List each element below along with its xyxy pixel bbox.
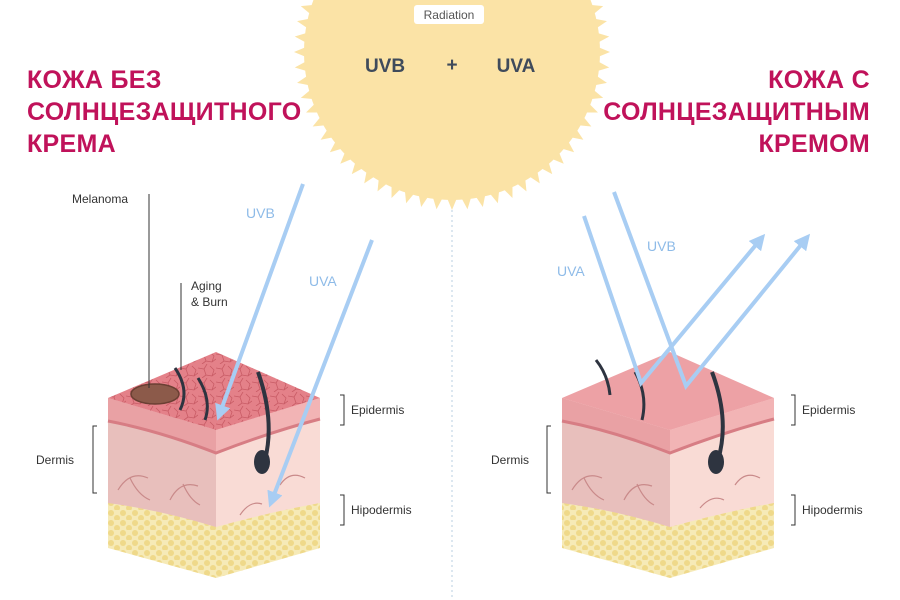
heading-left-line-2: СОЛНЦЕЗАЩИТНОГО (27, 98, 302, 126)
skin-block-right (561, 352, 775, 578)
uva-label-left: UVA (309, 273, 337, 289)
sun-ray (570, 128, 584, 140)
sun-uva-label: UVA (497, 56, 536, 77)
uvb-label-right: UVB (647, 238, 676, 254)
aging-label-line2: & Burn (191, 295, 228, 309)
hypodermis-bracket-right (791, 494, 796, 526)
sun-ray (540, 161, 553, 175)
heading-right-line-2: СОЛНЦЕЗАЩИТНЫМ (603, 98, 870, 126)
sun-disc (304, 0, 600, 200)
epidermis-label-left: Epidermis (351, 403, 404, 417)
sun-ray (597, 46, 610, 58)
dermis-label-left: Dermis (36, 453, 74, 467)
hypodermis-label-left: Hipodermis (351, 503, 412, 517)
melanoma-label: Melanoma (72, 192, 128, 206)
sun-ray (294, 46, 307, 58)
hypodermis-layer-left (108, 502, 320, 578)
sun-ray (551, 151, 564, 164)
sun-ray (596, 61, 610, 72)
dermis-bracket-right (546, 425, 551, 494)
blood-vessel-left-3 (239, 474, 306, 516)
blood-vessel-left-2 (169, 483, 201, 506)
sun-ray (596, 32, 610, 43)
sun-plus-sign: + (446, 55, 457, 76)
epidermis-label-right: Epidermis (802, 403, 855, 417)
sun-ray (340, 151, 353, 164)
dermis-bracket-left (92, 425, 97, 494)
blood-vessel-right-1 (571, 475, 605, 501)
hair-left-2 (196, 377, 209, 421)
skin-wave-left (107, 417, 321, 455)
heading-right-line-3: КРЕМОМ (758, 130, 870, 158)
skin-block-left (107, 352, 321, 578)
sun-ray (312, 116, 326, 127)
uva-label-right: UVA (557, 263, 585, 279)
heading-left-line-1: КОЖА БЕЗ (27, 66, 162, 94)
epidermis-band-left (108, 398, 216, 452)
uvb-arrow-left (215, 183, 305, 421)
blood-vessel-right-2 (623, 483, 655, 506)
sun-ray (578, 116, 592, 127)
epidermis-bracket-left (340, 394, 345, 426)
hair-left-3 (256, 371, 271, 461)
sun-ray (432, 196, 443, 210)
uvb-arrow-right (612, 191, 811, 390)
hair-left-1 (173, 367, 186, 411)
blood-vessel-right-3 (699, 474, 761, 509)
sun-ray (364, 170, 376, 184)
heading-left-line-3: КРЕМА (27, 130, 116, 158)
sun-ray (294, 32, 308, 43)
skin-wave-right (561, 417, 775, 455)
hair-follicle-right (708, 450, 724, 474)
epidermis-band-right-left (562, 398, 670, 452)
sun-ray (329, 140, 343, 153)
heading-with-sunscreen: КОЖА С СОЛНЦЕЗАЩИТНЫМ КРЕМОМ (603, 64, 870, 160)
hair-follicle-left (254, 450, 270, 474)
heading-without-sunscreen: КОЖА БЕЗ СОЛНЦЕЗАЩИТНОГО КРЕМА (27, 64, 302, 160)
sun-ray (446, 197, 458, 210)
hair-right-1 (594, 359, 612, 396)
dermis-label-right: Dermis (491, 453, 529, 467)
uva-arrow-right (582, 215, 766, 388)
epidermis-bracket-right (791, 394, 796, 426)
uva-arrow-left (267, 239, 374, 508)
hypodermis-bracket-left (340, 494, 345, 526)
heading-right-line-1: КОЖА С (768, 66, 870, 94)
melanoma-spot (130, 383, 180, 405)
sun-ray (320, 128, 334, 140)
blood-vessel-left-1 (117, 475, 151, 501)
radiation-badge (414, 5, 484, 24)
hypodermis-layer-right (562, 502, 774, 578)
sun: Radiation UVB + UVA (294, 0, 610, 210)
sun-uvb-label: UVB (365, 56, 405, 77)
sun-ray (516, 178, 527, 192)
hypodermis-label-right: Hipodermis (802, 503, 863, 517)
sun-ray (561, 140, 575, 153)
sun-ray (528, 170, 540, 184)
sun-ray (294, 61, 308, 72)
radiation-badge-label: Radiation (424, 8, 475, 22)
sun-ray (351, 161, 364, 175)
sun-ray (377, 178, 388, 192)
sun-ray (461, 196, 472, 210)
uvb-label-left: UVB (246, 205, 275, 221)
aging-label-line1: Aging (191, 279, 222, 293)
